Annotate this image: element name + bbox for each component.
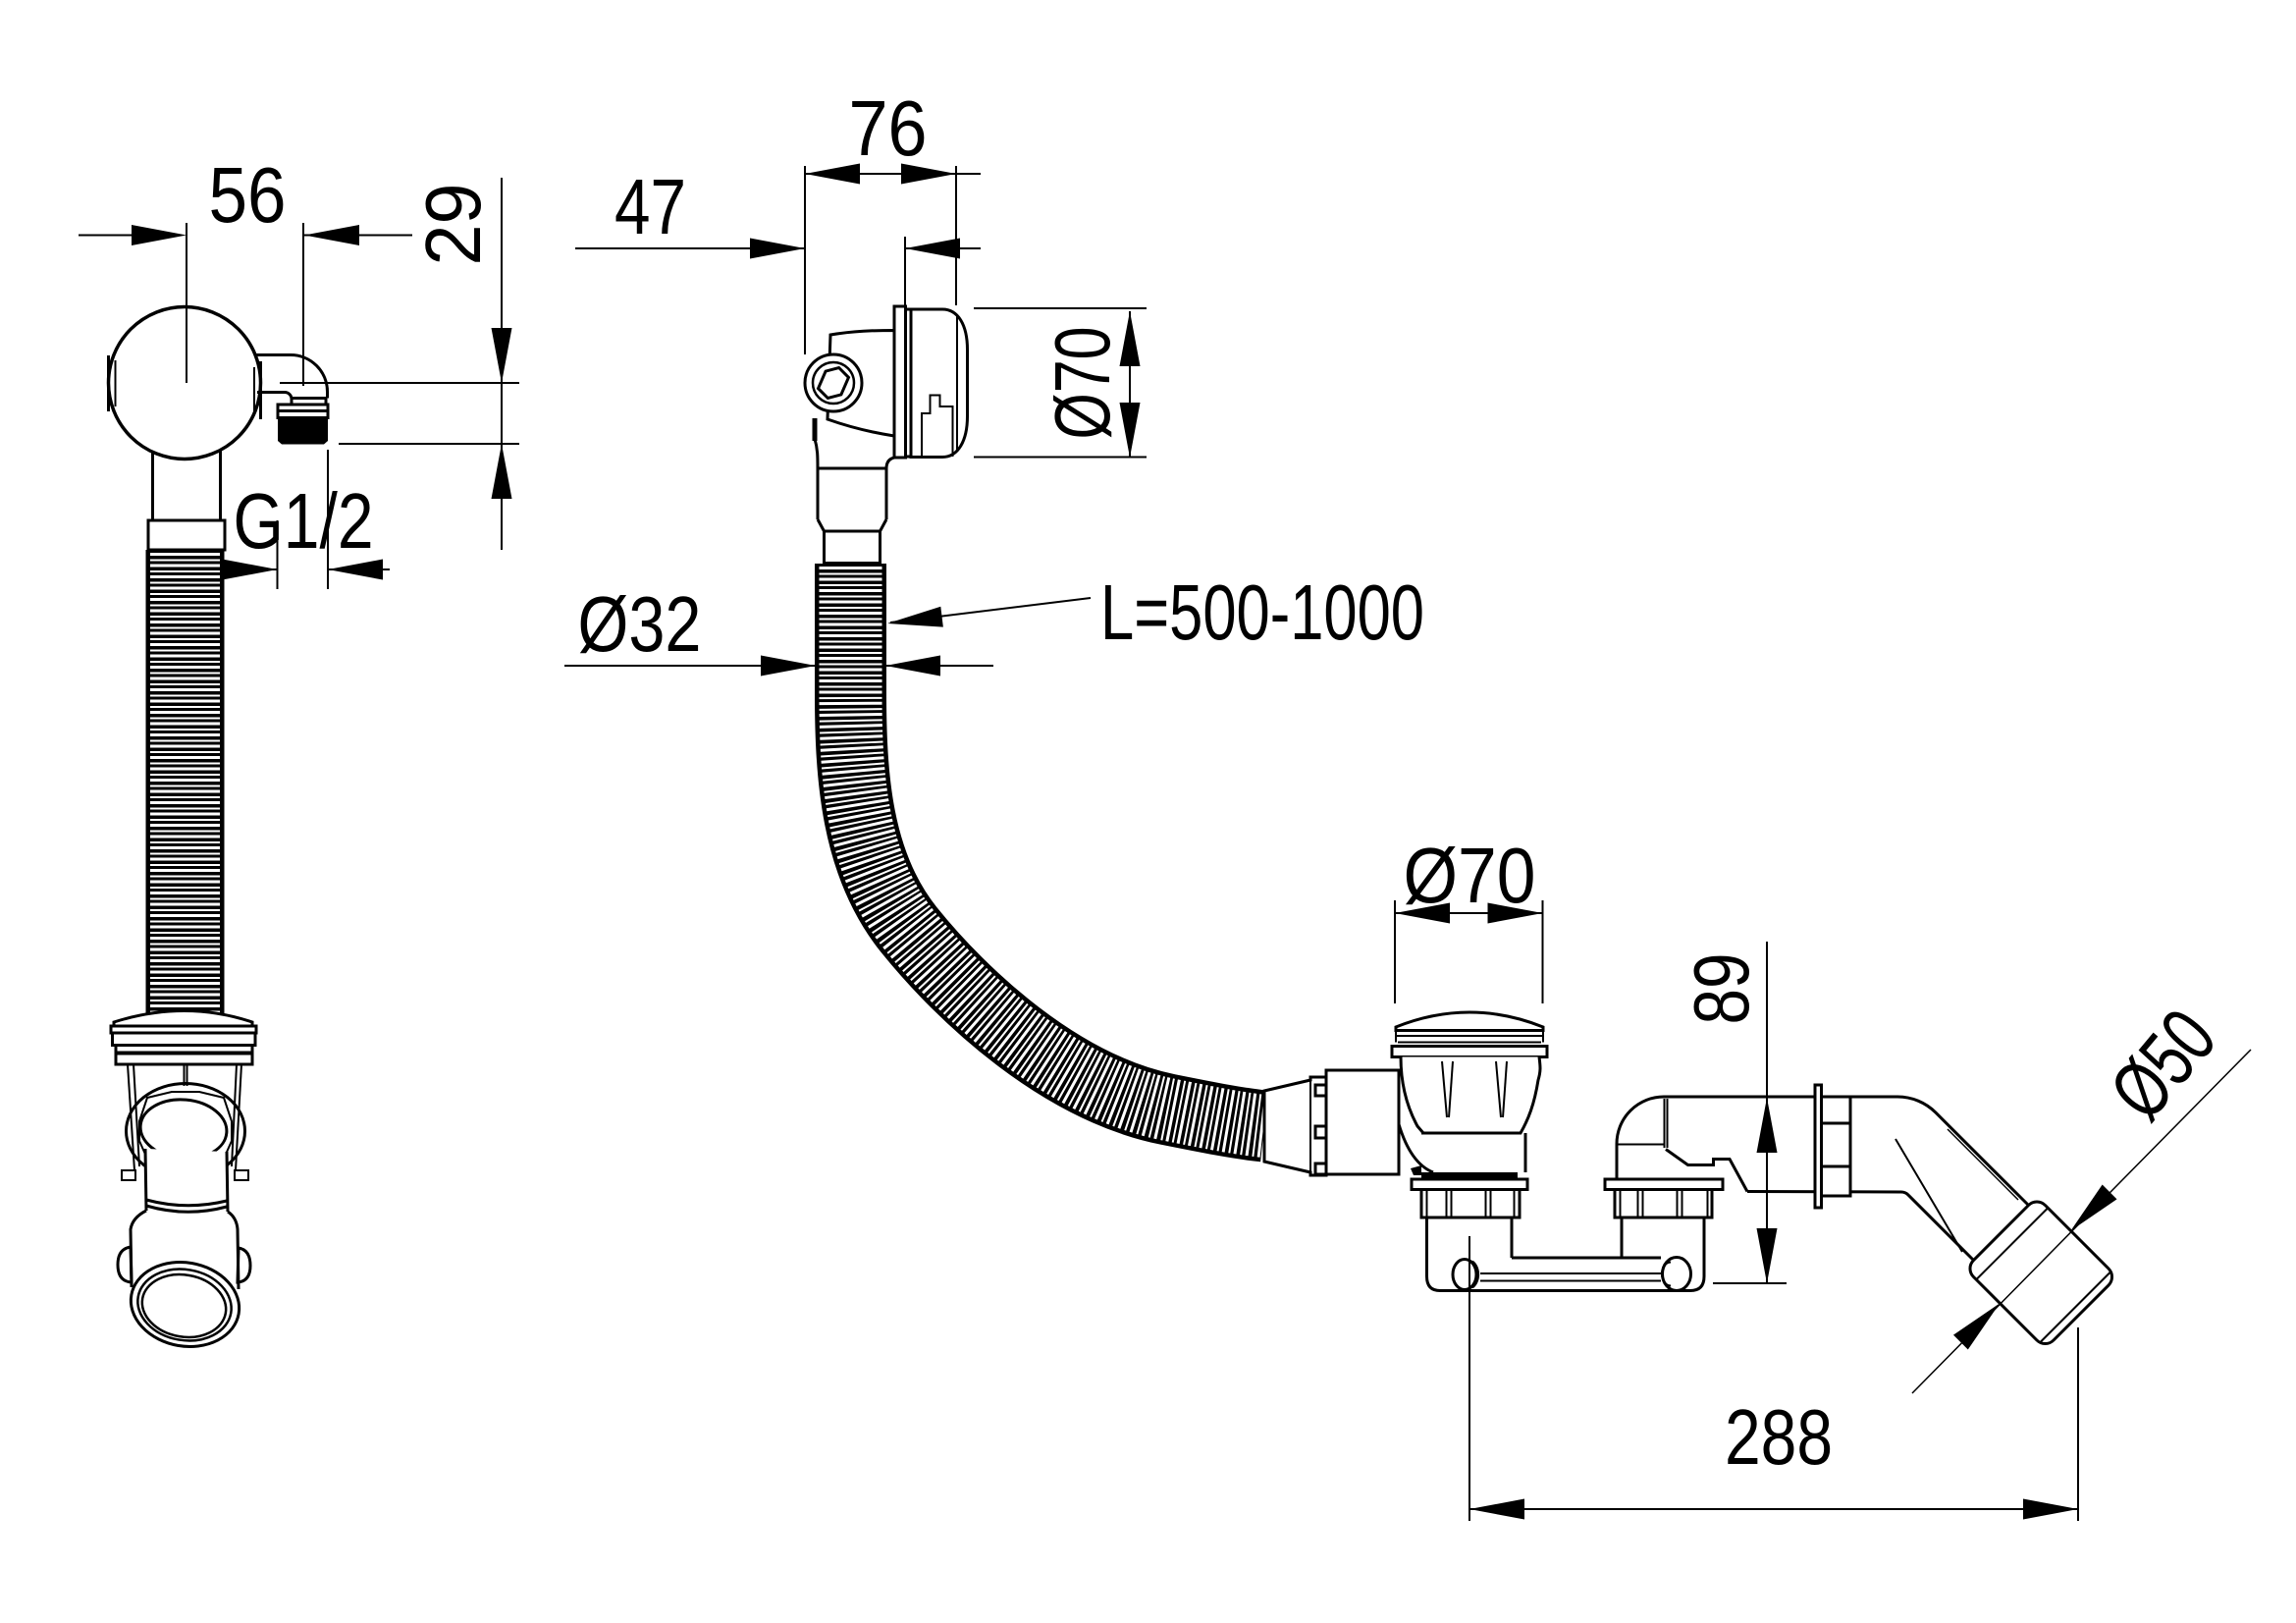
svg-text:Ø70: Ø70 xyxy=(1039,327,1126,440)
svg-text:288: 288 xyxy=(1725,1393,1833,1481)
svg-text:Ø32: Ø32 xyxy=(578,580,702,668)
svg-text:29: 29 xyxy=(409,184,497,266)
svg-text:56: 56 xyxy=(209,151,287,239)
svg-text:47: 47 xyxy=(614,163,686,250)
svg-text:Ø70: Ø70 xyxy=(1404,832,1536,919)
svg-text:L=500-1000: L=500-1000 xyxy=(1100,568,1424,656)
svg-text:G1/2: G1/2 xyxy=(234,477,374,565)
svg-text:89: 89 xyxy=(1678,953,1765,1025)
svg-text:76: 76 xyxy=(849,84,928,172)
